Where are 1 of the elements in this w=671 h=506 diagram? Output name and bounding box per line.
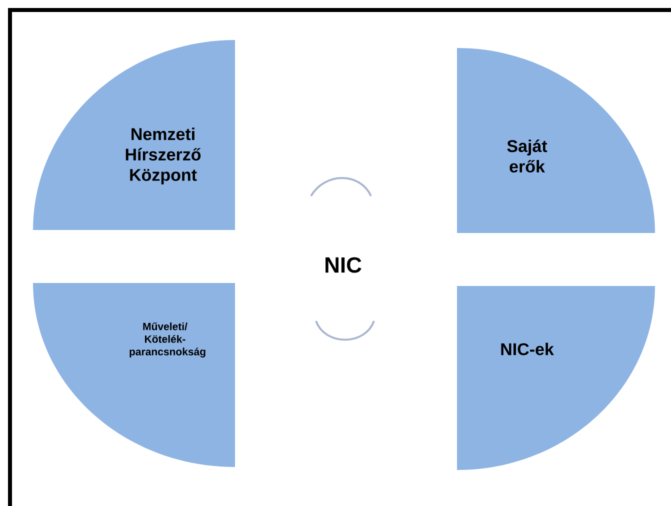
center-label: NIC (326, 257, 362, 273)
